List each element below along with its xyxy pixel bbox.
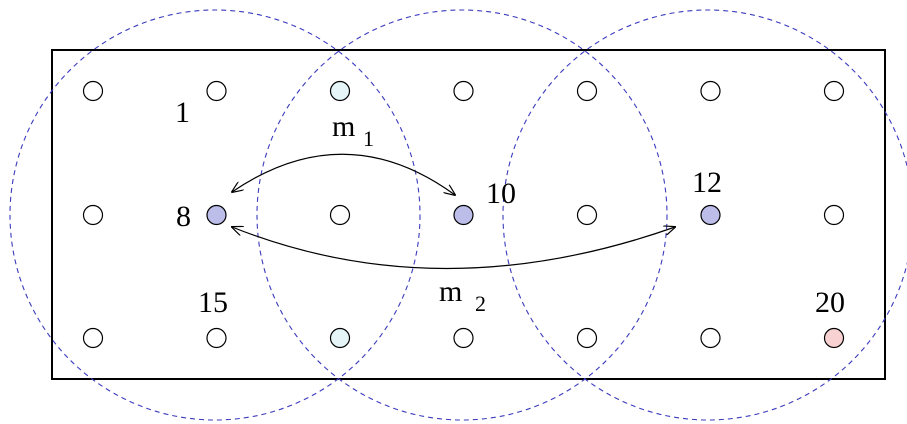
message-labels: m 1 m 2	[332, 110, 486, 316]
node-r3-c1	[82, 327, 104, 349]
node-labels: 1 8 10 12 15 20	[175, 96, 845, 319]
node-label-1: 1	[175, 96, 190, 129]
message-subscript-m2: 2	[475, 291, 486, 316]
node-r3-c2	[206, 327, 227, 349]
node-r1-c4	[453, 80, 474, 102]
region-boundary	[51, 49, 886, 380]
node-r3-c3-overlap	[329, 327, 351, 349]
range-circle-node-12	[502, 9, 907, 421]
message-label-m1: m	[332, 110, 355, 143]
node-r3-c4	[453, 327, 474, 349]
node-label-20: 20	[815, 286, 845, 319]
message-subscript-m1: 1	[363, 126, 374, 151]
node-r2-c2-selected	[206, 204, 227, 226]
message-arrow-m1	[232, 153, 455, 195]
node-r2-c5	[576, 204, 598, 226]
node-r3-c7-target	[823, 327, 845, 349]
node-r1-c5	[576, 80, 598, 102]
node-label-12: 12	[692, 166, 722, 199]
node-r2-c4-selected	[453, 204, 474, 226]
range-circle-node-8	[9, 9, 421, 421]
range-circle-node-10	[256, 9, 668, 421]
node-r2-c7	[823, 204, 845, 226]
node-r3-c6	[700, 327, 721, 349]
node-grid	[82, 80, 845, 349]
node-label-10: 10	[486, 177, 516, 210]
node-r2-c1	[82, 204, 104, 226]
node-r2-c6-selected	[700, 204, 721, 226]
node-r3-c5	[576, 327, 598, 349]
node-r1-c3-overlap	[329, 80, 351, 102]
messages	[232, 153, 675, 270]
node-r1-c7	[823, 80, 845, 102]
node-r2-c3	[329, 204, 351, 226]
node-r1-c1	[82, 80, 104, 102]
range-circles	[9, 9, 907, 421]
message-arrow-m2	[232, 227, 675, 270]
node-r1-c2	[206, 80, 227, 102]
message-label-m2: m	[439, 275, 462, 308]
node-r1-c6	[700, 80, 721, 102]
node-label-8: 8	[176, 200, 191, 233]
node-label-15: 15	[198, 286, 228, 319]
